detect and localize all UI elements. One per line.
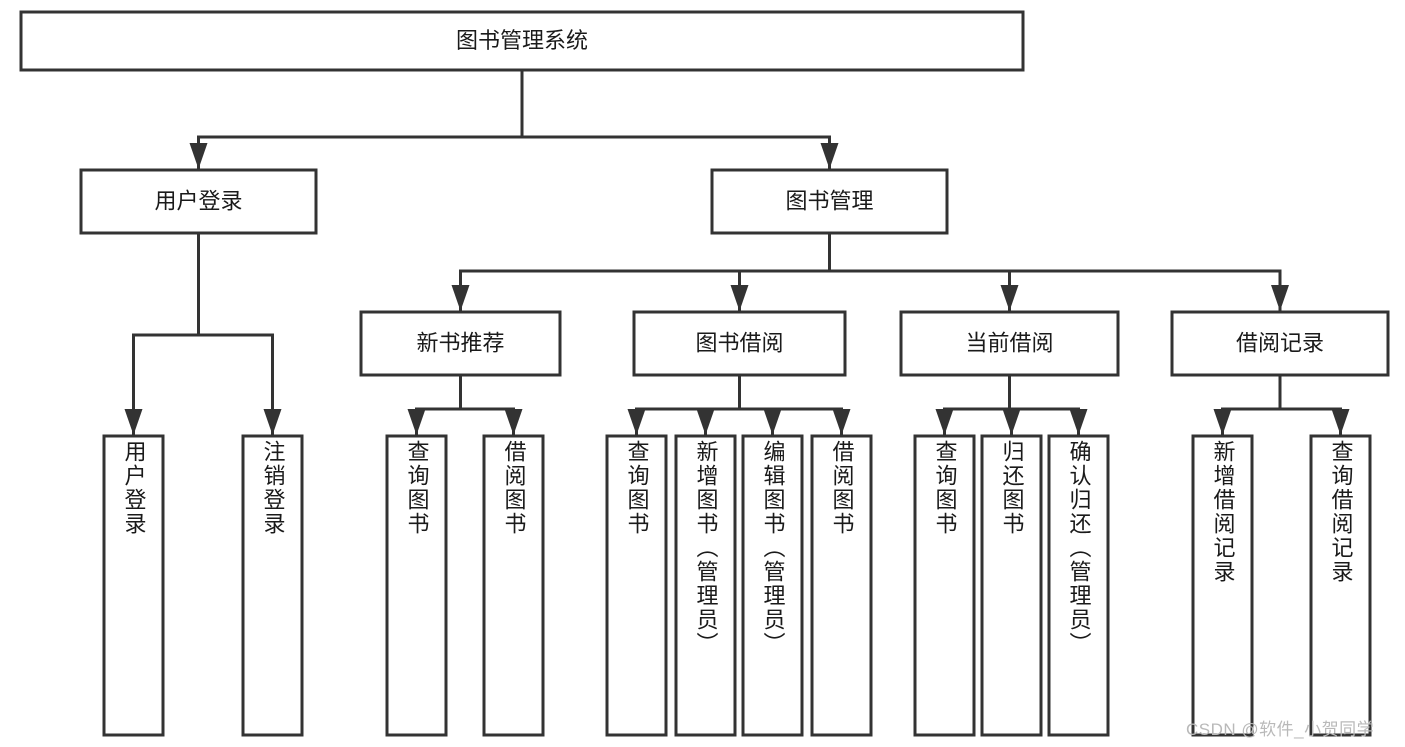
arrow-head-icon-current-borrow — [1000, 285, 1019, 311]
node-box-root-root — [19, 10, 1025, 72]
node-label-root-root: 图书管理系统 — [456, 28, 588, 53]
node-leaf-query-book-1[interactable] — [385, 434, 448, 737]
node-box-current-borrow — [899, 310, 1120, 377]
node-leaf-borrow-book-1[interactable] — [482, 434, 545, 737]
node-book-borrow[interactable]: 图书借阅 — [632, 310, 847, 377]
arrow-head-icon-leaf-user-login — [124, 409, 143, 435]
arrow-head-icon-leaf-query-book-3 — [935, 409, 954, 435]
node-user-login[interactable]: 用户登录 — [79, 168, 318, 235]
node-label-borrow-record: 借阅记录 — [1236, 330, 1324, 355]
node-leaf-edit-book-admin[interactable] — [741, 434, 804, 737]
node-leaf-confirm-return-admin[interactable] — [1047, 434, 1110, 737]
node-box-leaf-return-book — [980, 434, 1043, 737]
node-borrow-record[interactable]: 借阅记录 — [1170, 310, 1390, 377]
node-box-leaf-query-book-3 — [913, 434, 976, 737]
arrow-head-icon-book-management — [820, 143, 839, 169]
node-leaf-logout[interactable] — [241, 434, 304, 737]
node-current-borrow[interactable]: 当前借阅 — [899, 310, 1120, 377]
node-leaf-query-book-2[interactable] — [605, 434, 668, 737]
node-box-leaf-confirm-return-admin — [1047, 434, 1110, 737]
node-box-book-management — [710, 168, 949, 235]
arrow-head-icon-leaf-query-borrow-record — [1331, 409, 1350, 435]
arrow-head-icon-leaf-query-book-1 — [407, 409, 426, 435]
node-root-root[interactable]: 图书管理系统 — [19, 10, 1025, 72]
node-label-book-management: 图书管理 — [785, 188, 873, 213]
node-box-leaf-borrow-book-1 — [482, 434, 545, 737]
node-box-new-book-recommend — [359, 310, 562, 377]
node-box-leaf-edit-book-admin — [741, 434, 804, 737]
node-box-leaf-user-login — [102, 434, 165, 737]
watermark-text: CSDN @软件_小贺同学 — [1186, 720, 1375, 739]
node-label-current-borrow: 当前借阅 — [965, 330, 1053, 355]
node-label-user-login: 用户登录 — [154, 188, 242, 213]
arrow-head-icon-leaf-confirm-return-admin — [1069, 409, 1088, 435]
node-box-borrow-record — [1170, 310, 1390, 377]
node-box-leaf-add-book-admin — [674, 434, 737, 737]
arrow-head-icon-leaf-borrow-book-1 — [504, 409, 523, 435]
node-new-book-recommend[interactable]: 新书推荐 — [359, 310, 562, 377]
node-leaf-query-book-3[interactable] — [913, 434, 976, 737]
arrow-head-icon-new-book-recommend — [451, 285, 470, 311]
node-leaf-return-book[interactable] — [980, 434, 1043, 737]
node-leaf-add-borrow-record[interactable] — [1191, 434, 1254, 737]
node-box-leaf-logout — [241, 434, 304, 737]
node-leaf-add-book-admin[interactable] — [674, 434, 737, 737]
arrow-head-icon-leaf-logout — [263, 409, 282, 435]
arrow-head-icon-leaf-add-borrow-record — [1213, 409, 1232, 435]
node-box-leaf-query-book-1 — [385, 434, 448, 737]
node-label-book-borrow: 图书借阅 — [695, 330, 783, 355]
arrow-head-icon-leaf-edit-book-admin — [763, 409, 782, 435]
node-box-leaf-add-borrow-record — [1191, 434, 1254, 737]
node-leaf-borrow-book-2[interactable] — [810, 434, 873, 737]
arrow-head-icon-book-borrow — [730, 285, 749, 311]
node-box-leaf-query-book-2 — [605, 434, 668, 737]
arrow-head-icon-leaf-borrow-book-2 — [832, 409, 851, 435]
arrow-head-icon-leaf-return-book — [1002, 409, 1021, 435]
arrow-head-icon-leaf-query-book-2 — [627, 409, 646, 435]
node-label-new-book-recommend: 新书推荐 — [416, 330, 504, 355]
arrow-head-icon-borrow-record — [1271, 285, 1289, 311]
arrow-head-icon-user-login — [189, 143, 208, 169]
arrow-head-icon-leaf-add-book-admin — [696, 409, 715, 435]
node-box-leaf-borrow-book-2 — [810, 434, 873, 737]
node-box-book-borrow — [632, 310, 847, 377]
node-box-user-login — [79, 168, 318, 235]
node-book-management[interactable]: 图书管理 — [710, 168, 949, 235]
node-leaf-query-borrow-record[interactable] — [1309, 434, 1372, 737]
node-leaf-user-login[interactable] — [102, 434, 165, 737]
node-box-leaf-query-borrow-record — [1309, 434, 1372, 737]
